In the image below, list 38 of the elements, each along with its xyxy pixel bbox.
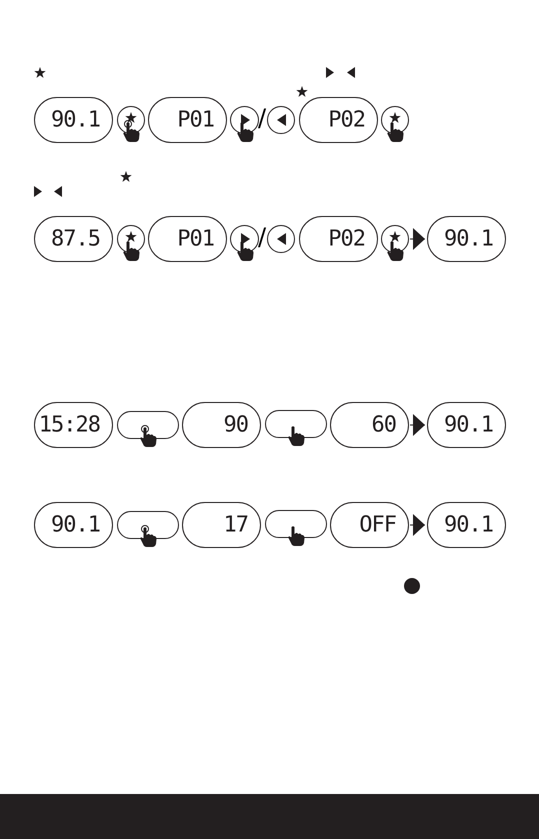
display-reading: 15:28: [38, 412, 100, 438]
display-reading: P01: [177, 108, 214, 132]
display-screen: [330, 402, 409, 448]
display-screen: [427, 502, 506, 548]
display-screen: [330, 502, 409, 548]
slash-separator: /: [258, 103, 266, 133]
display-reading: P02: [328, 108, 365, 132]
slash-separator: /: [258, 222, 266, 252]
display-screen: [148, 216, 227, 262]
display-screen: [34, 216, 113, 262]
display-reading: 90.1: [444, 412, 493, 438]
display-screen: [34, 502, 113, 548]
display-screen: [299, 216, 378, 262]
display-reading: 17: [224, 512, 248, 538]
display-reading: OFF: [359, 512, 396, 538]
display-reading: P01: [177, 226, 214, 252]
oval-button: [265, 410, 327, 438]
display-screen: [182, 402, 261, 448]
display-screen: [148, 97, 227, 143]
display-reading: 90: [224, 412, 248, 438]
display-screen: [427, 402, 506, 448]
display-reading: 90.1: [51, 512, 100, 538]
oval-button: [265, 510, 327, 538]
display-screen: [34, 97, 113, 143]
display-screen: [182, 502, 261, 548]
display-screen: [427, 216, 506, 262]
display-reading: 90.1: [51, 108, 100, 132]
display-reading: 90.1: [444, 512, 493, 538]
display-reading: 60: [372, 412, 396, 438]
display-screen: [299, 97, 378, 143]
oval-button: [117, 511, 179, 539]
round-button: [267, 106, 295, 134]
display-reading: 87.5: [51, 226, 100, 252]
display-reading: P02: [328, 226, 365, 252]
display-screen: [34, 402, 113, 448]
round-button: [267, 225, 295, 253]
display-reading: 90.1: [444, 226, 493, 252]
oval-button: [117, 411, 179, 439]
